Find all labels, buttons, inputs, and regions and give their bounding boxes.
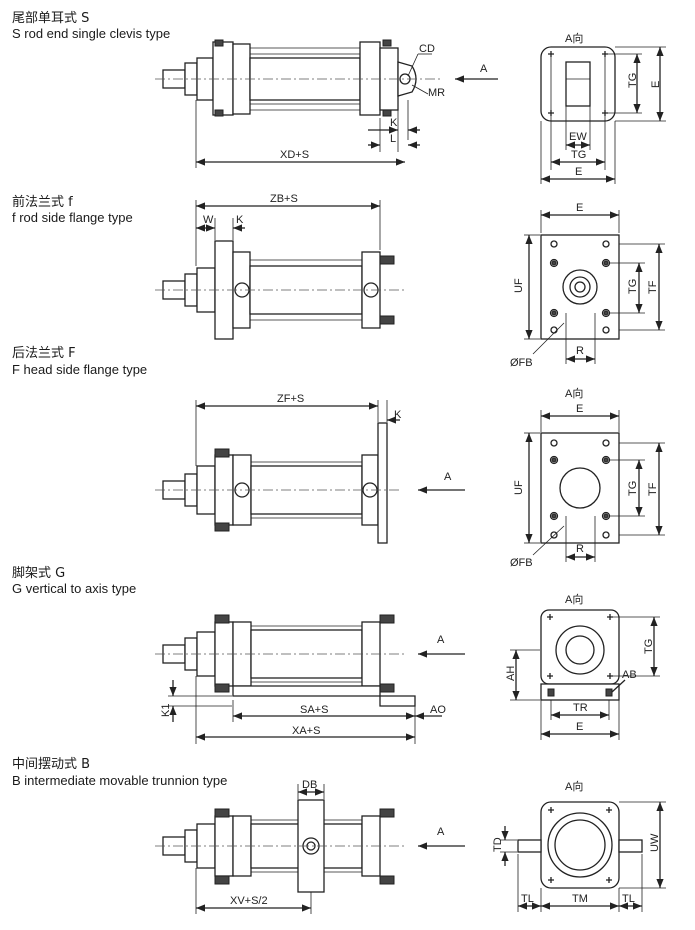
section-G-title-en: G vertical to axis type — [12, 581, 137, 596]
F-label-uf: UF — [513, 480, 525, 495]
G-dimensions: A K1 SA+S AO XA+S — [160, 634, 465, 744]
f-label-k: K — [236, 214, 244, 226]
section-B-title-cn: 中间摆动式 B — [12, 757, 91, 772]
B-label-xv: XV+S/2 — [230, 895, 268, 907]
F-label-tg: TG — [627, 481, 639, 496]
f-label-w: W — [203, 214, 214, 226]
section-F-title-en: F head side flange type — [12, 362, 148, 377]
section-G-title-cn: 脚架式 G — [12, 566, 66, 581]
G-label-xa: XA+S — [292, 725, 320, 737]
G-view-label: A向 — [565, 592, 583, 606]
F-view-label: A向 — [565, 386, 583, 400]
section-B-title-en: B intermediate movable trunnion type — [12, 773, 228, 788]
G-end-view: A向 TG AB AH TR E — [505, 592, 660, 740]
f-label-uf: UF — [513, 278, 525, 293]
B-end-view: A向 TD UW TL TM TL — [492, 779, 666, 912]
s-label-ew: EW — [569, 131, 587, 143]
G-label-ao: AO — [430, 704, 446, 716]
section-f-title-en: f rod side flange type — [12, 210, 133, 225]
s-label-cd: CD — [419, 43, 435, 55]
s-label-l: L — [390, 133, 396, 145]
F-label-tf: TF — [647, 482, 659, 496]
G-label-sa: SA+S — [300, 704, 328, 716]
G-label-tr: TR — [573, 702, 588, 714]
G-label-e: E — [576, 721, 583, 733]
G-label-k1: K1 — [160, 704, 172, 717]
F-flange — [377, 422, 388, 544]
G-label-ah: AH — [505, 666, 517, 681]
F-dimensions: ZF+S K A — [195, 393, 465, 494]
s-label-k: K — [390, 117, 398, 129]
s-label-tg: TG — [627, 73, 639, 88]
F-label-k: K — [394, 409, 402, 421]
G-foot-right — [379, 695, 416, 707]
section-F-title-cn: 后法兰式 F — [12, 346, 76, 361]
f-label-tf: TF — [647, 280, 659, 294]
G-label-ab: AB — [622, 669, 637, 681]
B-view-label: A向 — [565, 779, 583, 793]
s-rod-cover — [212, 41, 234, 116]
G-label-tg: TG — [643, 639, 655, 654]
s-dimensions: CD MR K L XD+S A — [195, 43, 498, 168]
F-label-e: E — [576, 403, 583, 415]
f-label-fb: ØFB — [510, 357, 533, 369]
B-side-view — [155, 799, 405, 893]
section-s-title-en: S rod end single clevis type — [12, 26, 171, 41]
s-label-a: A — [480, 63, 488, 75]
F-label-a: A — [444, 471, 452, 483]
f-label-r: R — [576, 345, 584, 357]
f-side-view — [155, 240, 405, 340]
B-label-a: A — [437, 826, 445, 838]
f-label-tg: TG — [627, 279, 639, 294]
B-label-uw: UW — [649, 833, 661, 852]
f-label-e: E — [576, 202, 583, 214]
s-label-mr: MR — [428, 87, 445, 99]
section-s-title-cn: 尾部单耳式 S — [12, 11, 90, 26]
F-end-view: A向 E UF TG TF ØFB R — [510, 386, 665, 569]
B-label-tl-left: TL — [521, 893, 534, 905]
f-end-view: E UF TG TF ØFB R — [510, 202, 665, 369]
B-label-db: DB — [302, 779, 317, 791]
f-label-zb: ZB+S — [270, 193, 298, 205]
s-label-e-bottom: E — [575, 166, 582, 178]
s-label-xd: XD+S — [280, 149, 309, 161]
F-label-zf: ZF+S — [277, 393, 304, 405]
G-label-a: A — [437, 634, 445, 646]
s-end-view: A向 EW TG E TG E — [540, 31, 666, 184]
s-head-cover — [359, 41, 381, 116]
B-label-tm: TM — [572, 893, 588, 905]
G-side-view — [155, 614, 416, 707]
G-foot-left — [232, 685, 381, 697]
s-side-view — [155, 39, 440, 117]
F-side-view — [155, 422, 400, 544]
B-dimensions: DB A XV+S/2 — [195, 779, 465, 914]
B-label-td: TD — [492, 837, 504, 852]
F-label-r: R — [576, 543, 584, 555]
B-label-tl-right: TL — [622, 893, 635, 905]
F-label-fb: ØFB — [510, 557, 533, 569]
f-dimensions: ZB+S W K — [195, 193, 381, 266]
s-view-label: A向 — [565, 31, 583, 45]
s-label-tg-bottom: TG — [571, 149, 586, 161]
section-f-title-cn: 前法兰式 f — [12, 195, 73, 210]
s-label-e-side: E — [650, 81, 662, 88]
